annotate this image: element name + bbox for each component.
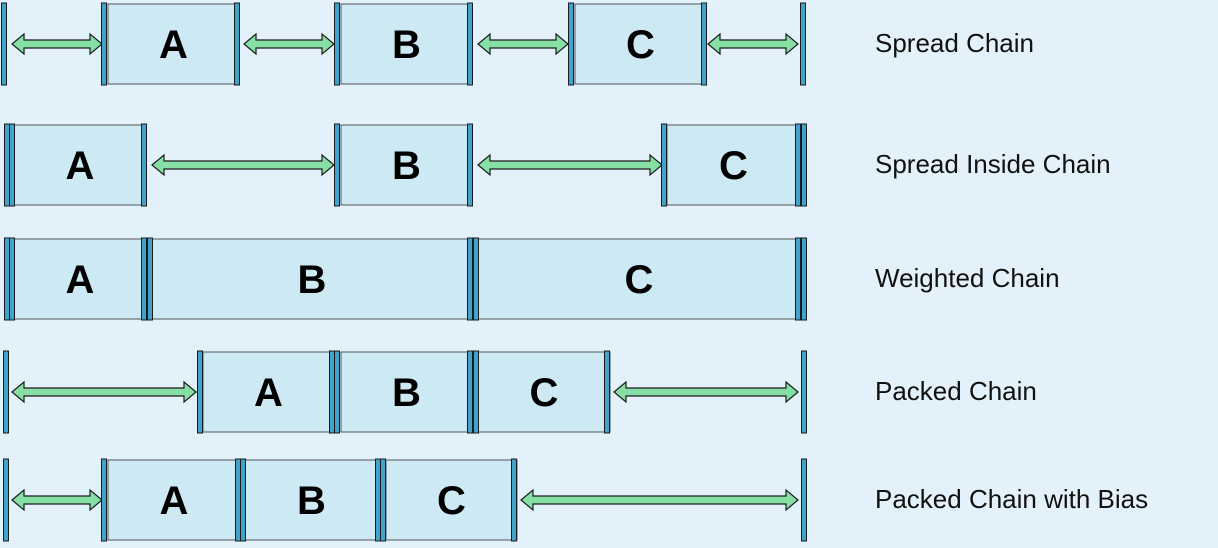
anchor-bar <box>9 237 15 321</box>
widget-box-a <box>202 351 335 433</box>
widget-label: B <box>298 258 327 302</box>
widget-label: B <box>392 371 421 415</box>
anchor-bar <box>235 458 241 542</box>
widget-box-c <box>385 459 518 541</box>
widget-label: A <box>66 144 95 188</box>
row-label: Spread Chain <box>875 28 1034 58</box>
constraint-arrow <box>477 153 663 177</box>
widget-label: C <box>530 371 559 415</box>
constraint-arrow <box>11 32 103 56</box>
anchor-bar <box>801 458 807 542</box>
row-label: Packed Chain <box>875 376 1037 406</box>
anchor-bar <box>1 2 7 86</box>
widget-box-a <box>107 3 240 85</box>
anchor-bar <box>101 458 107 542</box>
anchor-bar <box>467 350 473 434</box>
anchor-bar <box>380 458 386 542</box>
anchor-bar <box>234 2 240 86</box>
widget-box-a <box>13 124 147 206</box>
anchor-bar <box>197 350 203 434</box>
constraint-arrow <box>613 380 799 404</box>
widget-box-b <box>340 3 473 85</box>
anchor-bar <box>795 237 801 321</box>
constraint-arrow <box>151 153 335 177</box>
chain-row-spread-inside: A B C Spread Inside Chain <box>4 123 1111 207</box>
anchor-bar <box>101 2 107 86</box>
chain-row-weighted: A B C Weighted Chain <box>4 237 1060 321</box>
anchor-bar <box>141 123 147 207</box>
anchor-bar <box>334 2 340 86</box>
anchor-bar <box>795 123 801 207</box>
anchor-bar <box>801 123 807 207</box>
row-label: Weighted Chain <box>875 263 1060 293</box>
anchor-bar <box>334 123 340 207</box>
anchor-bar <box>240 458 246 542</box>
anchor-bar <box>467 2 473 86</box>
anchor-bar <box>9 123 15 207</box>
widget-label: B <box>392 23 421 67</box>
constraint-arrow <box>11 380 197 404</box>
widget-box-b <box>340 124 473 206</box>
anchor-bar <box>801 350 807 434</box>
constraint-arrow <box>243 32 335 56</box>
anchor-bar <box>3 458 9 542</box>
anchor-bar <box>568 2 574 86</box>
constraint-arrow <box>11 488 103 512</box>
widget-box-c <box>666 124 801 206</box>
widget-label: B <box>297 479 326 523</box>
constraint-arrow <box>707 32 799 56</box>
widget-label: A <box>160 479 189 523</box>
anchor-bar <box>375 458 381 542</box>
anchor-bar <box>467 123 473 207</box>
chain-row-spread: A B C Spread Chain <box>1 2 1034 86</box>
widget-box-a <box>107 459 241 541</box>
widget-box-a <box>13 238 147 320</box>
anchor-bar <box>4 237 10 321</box>
widget-label: A <box>159 23 188 67</box>
widget-label: C <box>719 144 748 188</box>
anchor-bar <box>467 237 473 321</box>
anchor-bar <box>334 350 340 434</box>
anchor-bar <box>473 350 479 434</box>
row-label: Packed Chain with Bias <box>875 484 1148 514</box>
chain-row-packed: A B C Packed Chain <box>3 350 1037 434</box>
anchor-bar <box>473 237 479 321</box>
anchor-bar <box>141 237 147 321</box>
row-label: Spread Inside Chain <box>875 149 1111 179</box>
anchor-bar <box>4 123 10 207</box>
widget-label: C <box>625 258 654 302</box>
constraint-arrow <box>477 32 569 56</box>
widget-box-c <box>477 351 611 433</box>
widget-box-c <box>574 3 707 85</box>
widget-label: A <box>66 258 95 302</box>
anchor-bar <box>147 237 153 321</box>
widget-label: B <box>392 144 421 188</box>
widget-label: C <box>626 23 655 67</box>
anchor-bar <box>800 2 806 86</box>
widget-box-b <box>151 238 473 320</box>
anchor-bar <box>604 350 610 434</box>
widget-label: A <box>254 371 283 415</box>
anchor-bar <box>329 350 335 434</box>
chain-row-packed-bias: A B C Packed Chain with Bias <box>3 458 1148 542</box>
widget-box-b <box>244 459 379 541</box>
anchor-bar <box>3 350 9 434</box>
constraint-arrow <box>520 488 799 512</box>
widget-label: C <box>437 479 466 523</box>
anchor-bar <box>511 458 517 542</box>
anchor-bar <box>701 2 707 86</box>
anchor-bar <box>661 123 667 207</box>
anchor-bar <box>801 237 807 321</box>
